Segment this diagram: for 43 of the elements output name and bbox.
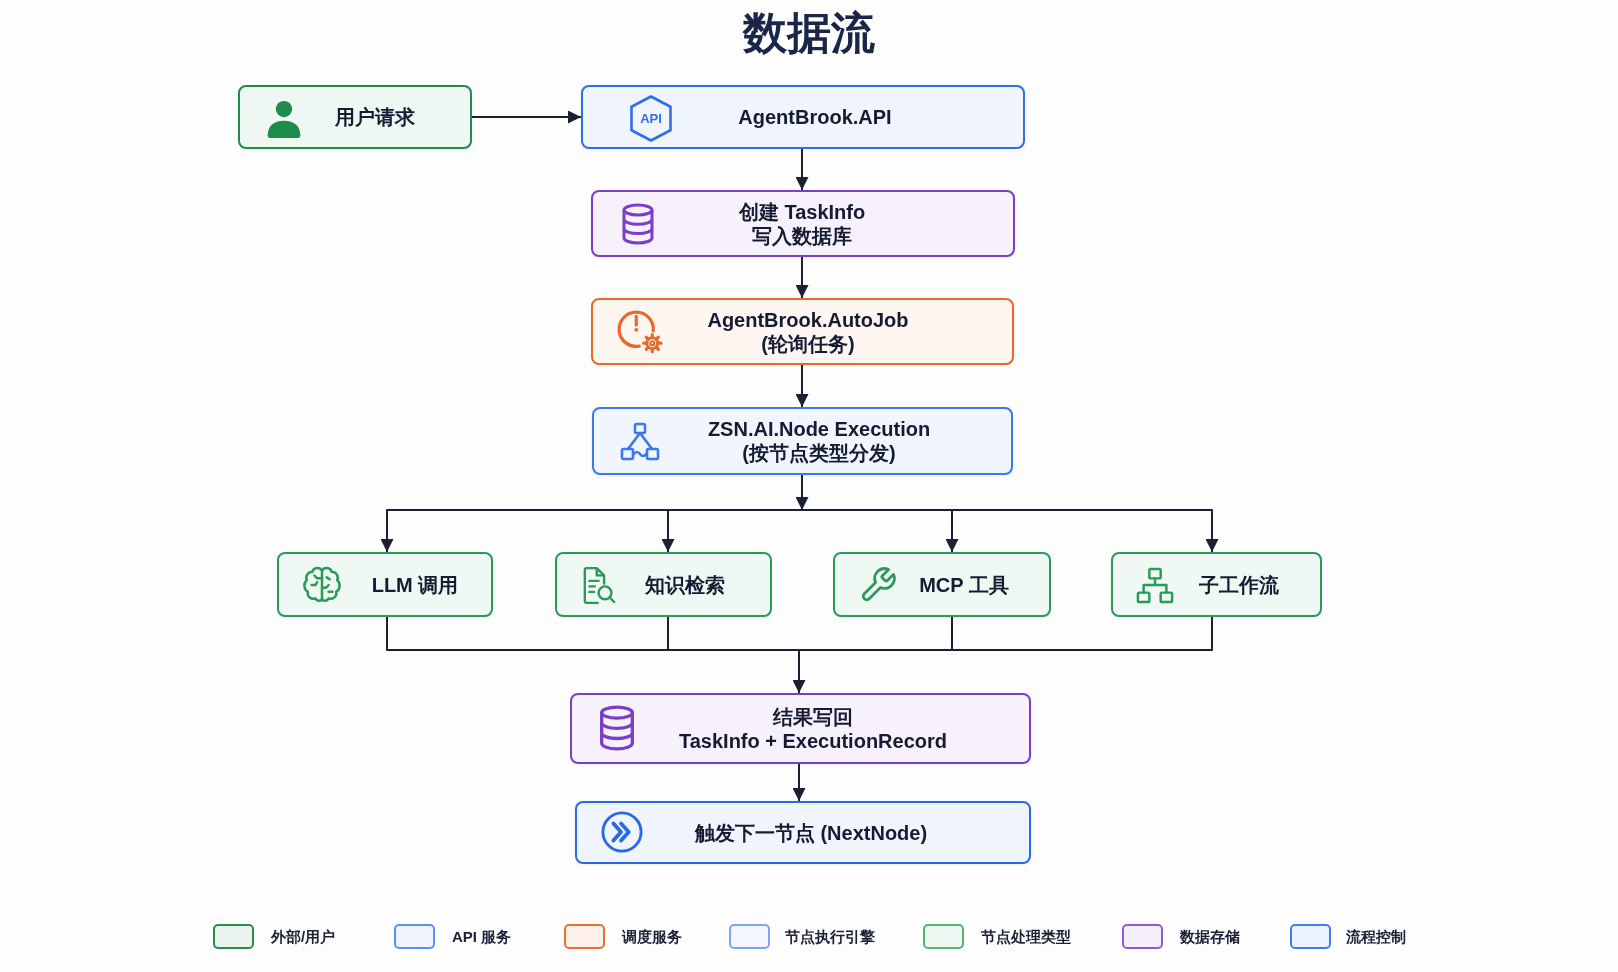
process-box	[575, 801, 1031, 864]
node-label: 子工作流	[1199, 572, 1279, 597]
node-label: 写入数据库	[752, 223, 852, 248]
arrow	[795, 148, 809, 191]
node-label: LLM 调用	[371, 572, 459, 597]
node-label: AgentBrook.AutoJob	[707, 307, 909, 332]
arrow	[795, 256, 809, 299]
node-label: 创建 TaskInfo	[738, 199, 866, 224]
hexagon-badge: API	[630, 94, 672, 142]
diagram-title: 数据流	[743, 8, 875, 58]
arrow	[795, 364, 809, 408]
legend-label: 外部/用户	[271, 927, 336, 946]
process-box	[833, 552, 1051, 617]
node-label: MCP 工具	[919, 572, 1009, 597]
node-label: 知识检索	[645, 572, 725, 597]
node-label: 结果写回	[773, 704, 853, 729]
process-box	[555, 552, 772, 617]
arrow	[661, 509, 803, 553]
process-box	[591, 190, 1015, 257]
process-box	[570, 693, 1031, 764]
node-label: TaskInfo + ExecutionRecord	[679, 728, 947, 753]
node-label: AgentBrook.API	[738, 105, 892, 129]
node-label: ZSN.AI.Node Execution	[707, 417, 931, 441]
process-box	[238, 85, 472, 149]
arrow	[792, 763, 806, 802]
process-box	[277, 552, 493, 617]
legend-label: 节点执行引擎	[785, 927, 875, 946]
legend-label: 数据存储	[1180, 927, 1240, 946]
arrow	[792, 649, 806, 694]
legend-label: 调度服务	[622, 927, 682, 946]
process-box	[581, 85, 1025, 149]
legend-label: 流程控制	[1346, 927, 1406, 946]
node-label: 触发下一节点 (NextNode)	[694, 820, 928, 845]
process-box	[592, 407, 1013, 475]
legend-label: API 服务	[452, 927, 512, 946]
node-label: (按节点类型分发)	[742, 441, 896, 465]
node-label: 用户请求	[335, 105, 415, 129]
node-label: (轮询任务)	[761, 331, 855, 356]
process-box	[591, 298, 1014, 365]
arrow	[795, 474, 809, 511]
arrow	[471, 110, 582, 124]
legend-label: 节点处理类型	[981, 927, 1071, 946]
process-box	[1111, 552, 1322, 617]
